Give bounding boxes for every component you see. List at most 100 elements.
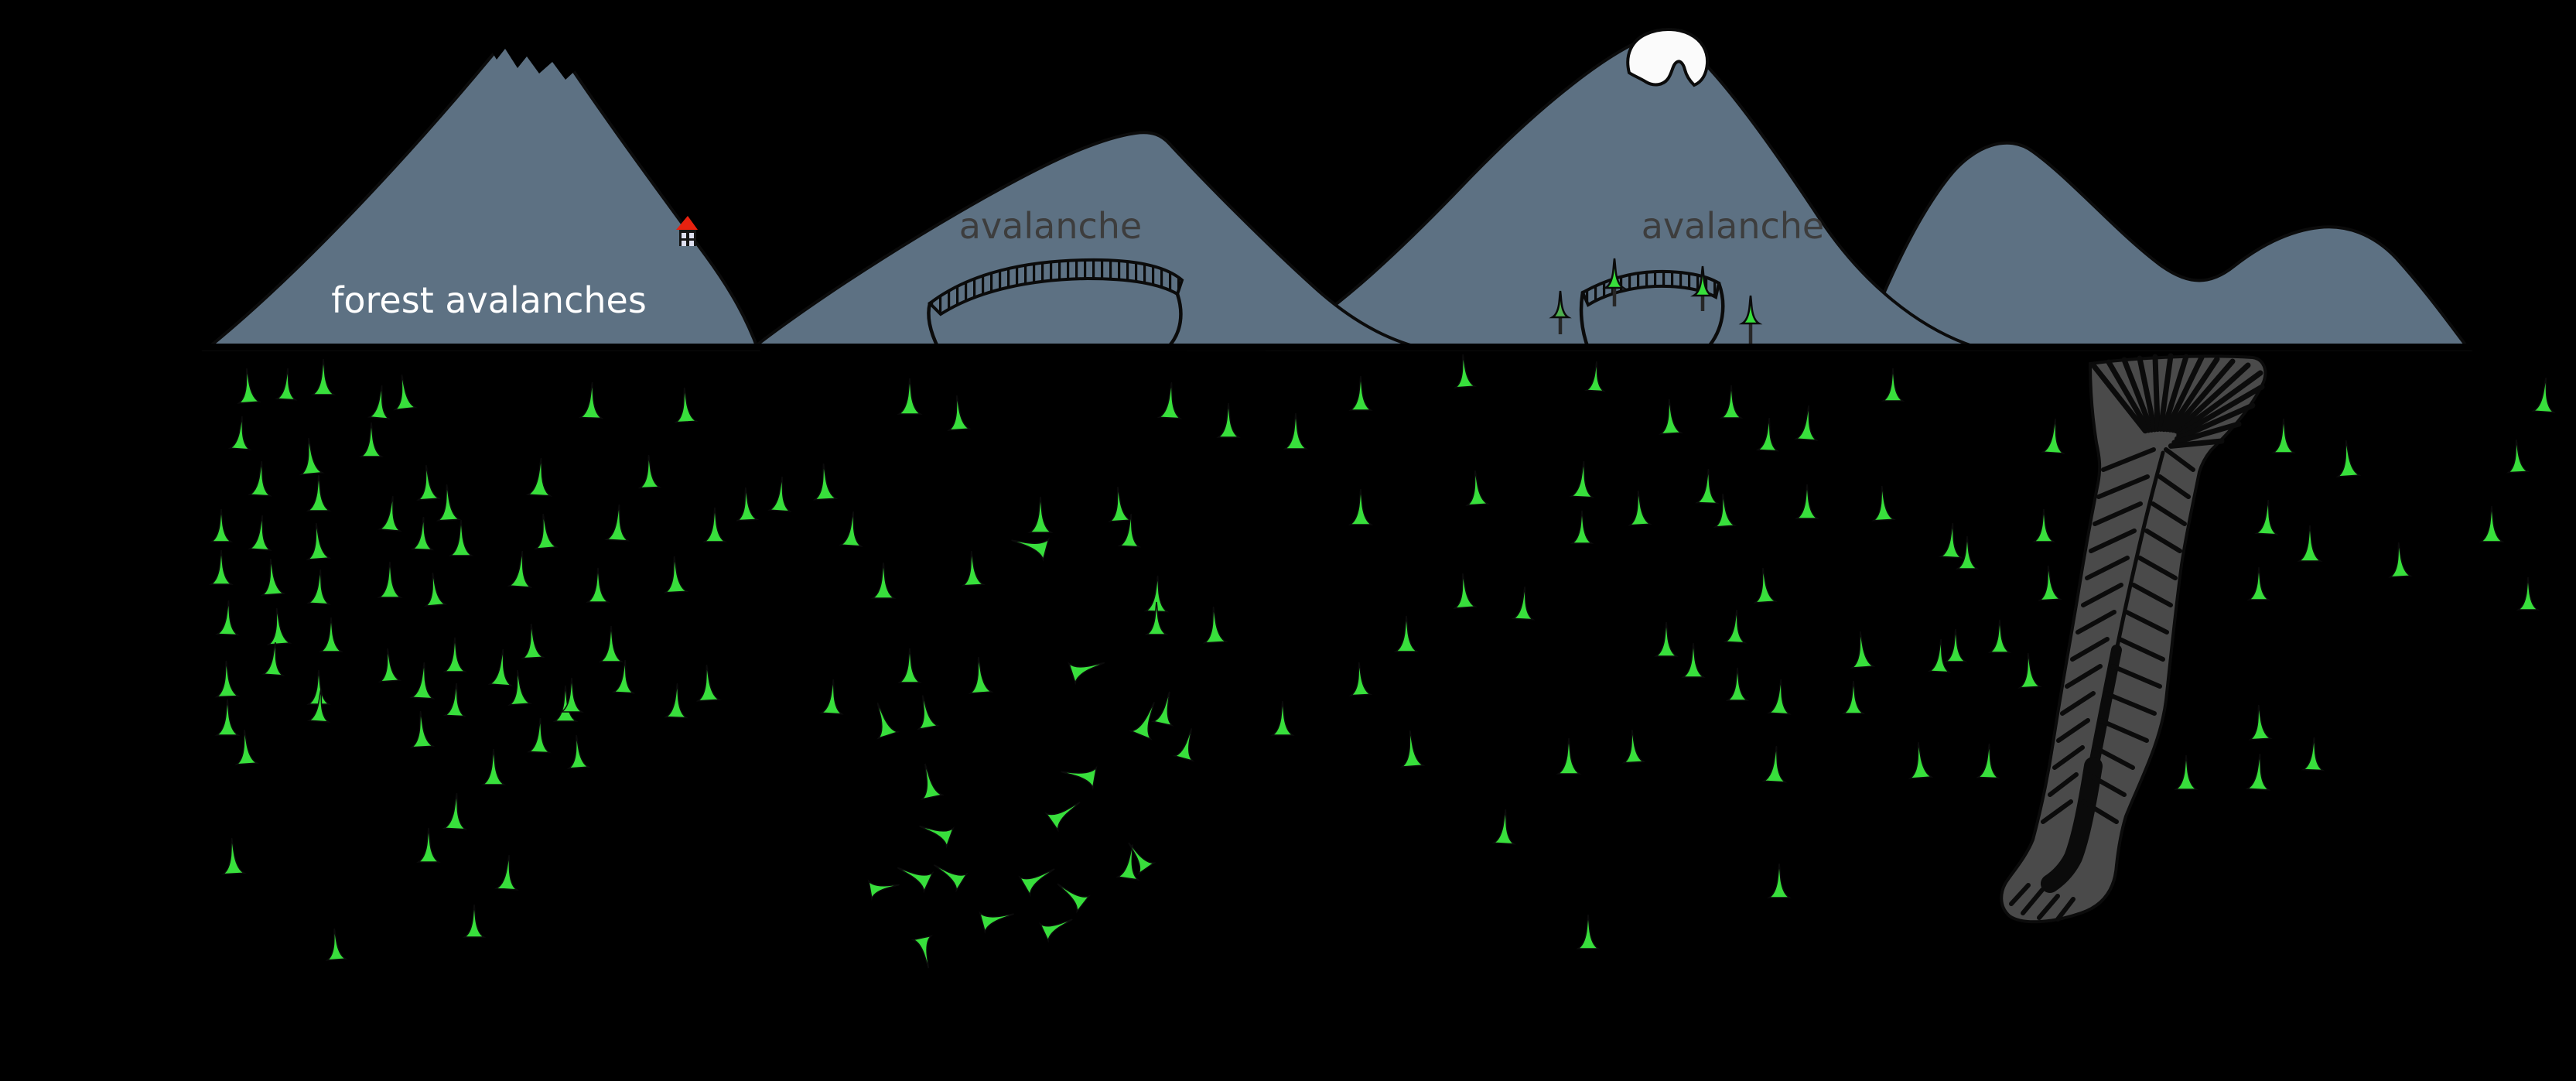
herringbone-tick [2164, 447, 2195, 472]
tree [306, 569, 331, 605]
tree [604, 504, 630, 542]
fan-spoke [2106, 359, 2151, 433]
mountain-broad-center [748, 131, 1429, 351]
tree [209, 508, 234, 542]
tree [507, 550, 533, 588]
fan-spoke [2173, 362, 2251, 434]
herringbone-tick [2144, 529, 2182, 553]
ground-line [197, 344, 2483, 351]
herringbone-tick [2070, 637, 2110, 662]
fan-spoke [2168, 438, 2225, 449]
hut-window [689, 241, 694, 246]
tree [1216, 402, 1241, 438]
tree [1871, 485, 1896, 522]
herringbone-tick [2117, 637, 2165, 662]
tree [436, 484, 462, 522]
tree [220, 837, 247, 875]
fallen-tree [1061, 765, 1098, 790]
tree [917, 695, 941, 730]
tree [1753, 567, 1778, 604]
tree [578, 381, 604, 419]
tree [1569, 460, 1595, 498]
herringbone-tick [2089, 529, 2137, 553]
runout-tick [2021, 888, 2045, 915]
fallen-tree [919, 825, 955, 849]
tree [1584, 361, 1607, 392]
tree [1491, 809, 1516, 845]
tree [1621, 729, 1646, 764]
slope-trees [1549, 258, 1763, 344]
hut-window [682, 241, 686, 246]
tree [1602, 258, 1627, 289]
tree [214, 699, 241, 736]
tree [275, 368, 298, 401]
fan-spoke [2170, 358, 2236, 433]
herringbone-tick [2093, 745, 2135, 770]
tree [448, 519, 474, 556]
fan-spoke [2175, 370, 2263, 436]
tree [2248, 704, 2273, 741]
runout-tick [2055, 897, 2075, 922]
runout-tick [2037, 894, 2060, 920]
slab-outline-right-edge [1705, 281, 1725, 351]
tree [586, 567, 610, 603]
tree [2388, 542, 2413, 578]
tree [1393, 615, 1420, 652]
tree [663, 556, 689, 594]
tree [227, 416, 252, 450]
fallen-tree [1128, 842, 1156, 876]
herringbone-tick [2157, 474, 2191, 499]
fan-spoke [2157, 353, 2174, 432]
tree [695, 664, 722, 702]
herringbone-tick [2124, 610, 2169, 635]
tree [409, 710, 436, 748]
tree [735, 487, 760, 522]
tree [1453, 573, 1478, 609]
tree [1556, 737, 1582, 775]
herringbone-tick [2041, 799, 2073, 824]
fallen-tree [910, 935, 934, 969]
herringbone-tick [2065, 664, 2103, 689]
slope-tree [1602, 258, 1627, 306]
tree [947, 395, 972, 431]
tree [1348, 662, 1373, 696]
tree [2245, 753, 2271, 791]
tree [521, 623, 545, 659]
fallen-tree [1068, 662, 1105, 686]
tree [552, 685, 579, 722]
tree [968, 656, 994, 694]
mountain-hut [676, 216, 698, 246]
tree [507, 669, 532, 706]
tree [1027, 496, 1054, 533]
tree [480, 748, 507, 785]
tree [2174, 754, 2198, 790]
tree [442, 637, 467, 672]
tree [416, 464, 441, 501]
tree [1725, 667, 1750, 701]
track-centerline [2041, 757, 2103, 893]
tree [1348, 375, 1373, 411]
tree [1129, 701, 1155, 741]
tree [494, 854, 519, 891]
fallen-tree [1039, 919, 1073, 943]
tree [410, 516, 435, 551]
tree [870, 562, 897, 599]
tree [566, 734, 591, 769]
tree [1117, 513, 1142, 548]
tree [2479, 505, 2505, 542]
hut-roof [676, 216, 698, 230]
label-forest-avalanches: forest avalanches [331, 279, 647, 321]
herringbone-tick [2048, 772, 2079, 797]
tree [306, 669, 331, 705]
fan-spoke [2090, 362, 2148, 434]
fan-spoke [2174, 402, 2256, 442]
slope-tree [1690, 265, 1715, 311]
fan-spoke [2121, 357, 2154, 433]
tree [2017, 652, 2042, 689]
slab-outline-left-edge [1579, 290, 1590, 351]
tree [1628, 490, 1652, 526]
tree [423, 572, 448, 607]
tree [897, 648, 922, 683]
tree [442, 792, 468, 830]
